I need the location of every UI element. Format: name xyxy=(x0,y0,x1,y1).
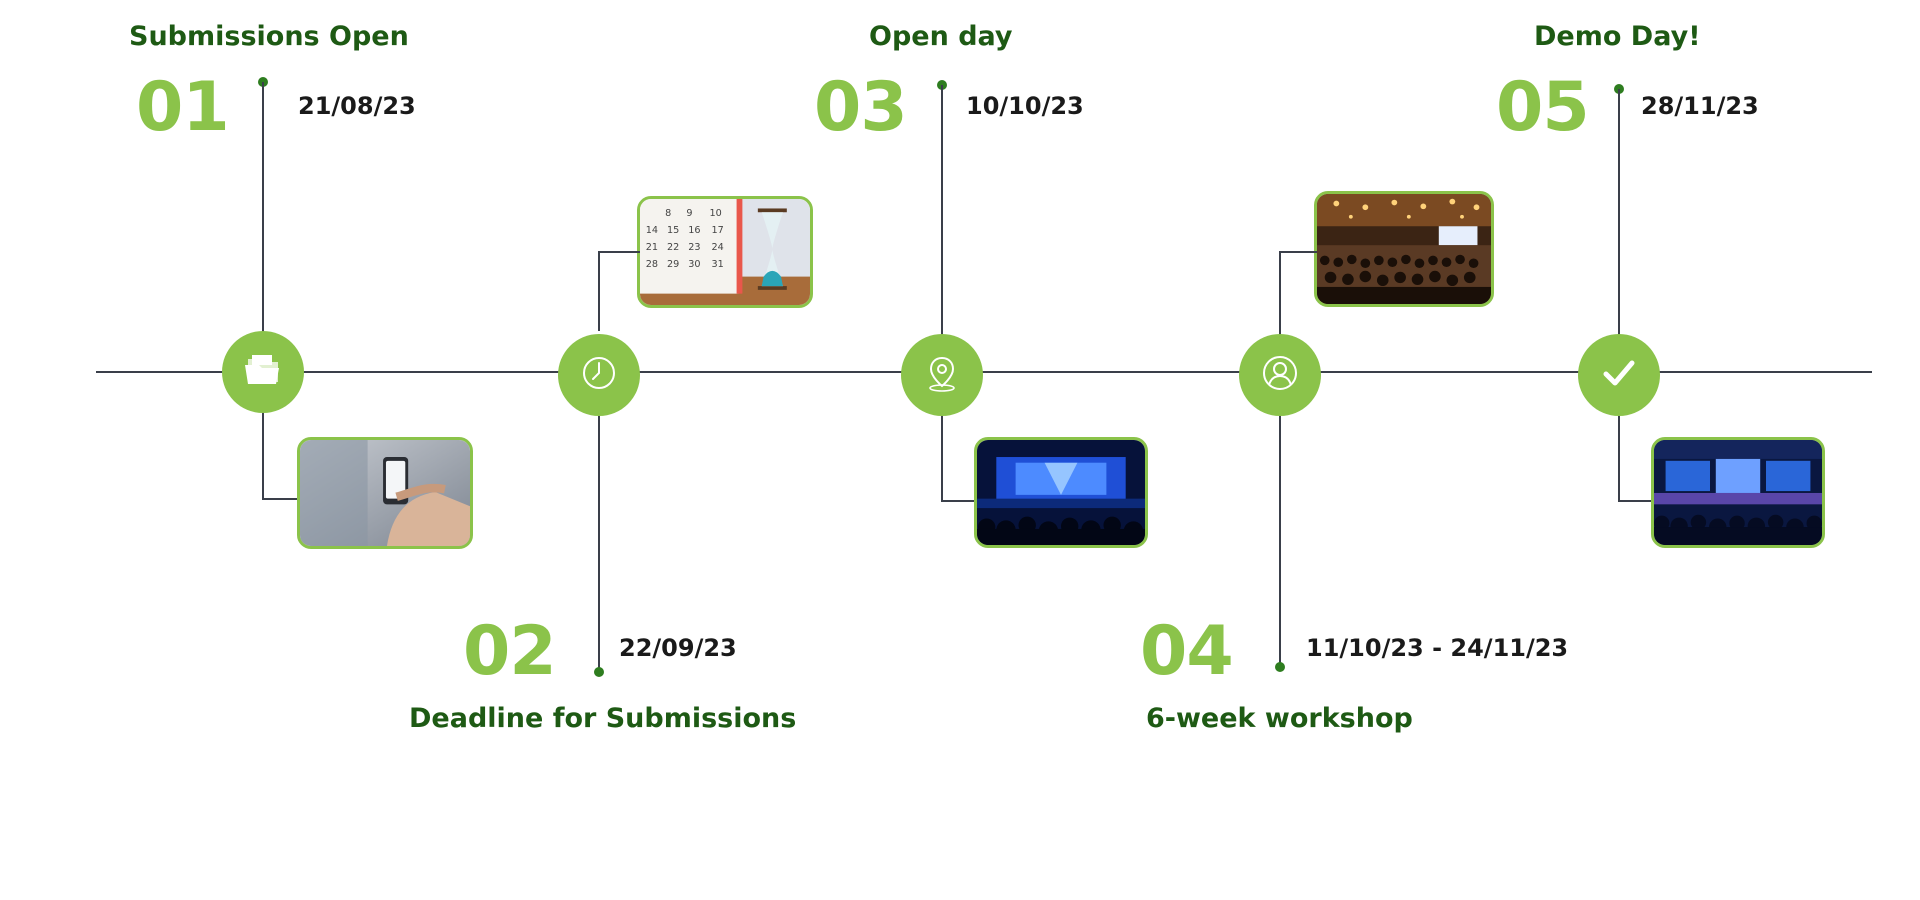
svg-text:24: 24 xyxy=(711,242,723,253)
milestone-5-title: Demo Day! xyxy=(1534,21,1701,52)
milestone-2-date: 22/09/23 xyxy=(619,634,737,662)
milestone-4-photo-connector xyxy=(1279,251,1281,335)
svg-text:21: 21 xyxy=(646,242,658,253)
milestone-3-icon-circle xyxy=(901,334,983,416)
milestone-5-photo-connector xyxy=(1618,416,1620,502)
milestone-2-marker-dot xyxy=(594,667,604,677)
clock-icon xyxy=(576,350,622,400)
milestone-3-date: 10/10/23 xyxy=(966,92,1084,120)
milestone-5-top-connector xyxy=(1618,89,1620,335)
svg-text:30: 30 xyxy=(688,259,700,270)
milestone-2-photo-branch xyxy=(598,251,640,253)
audience-hall-photo xyxy=(1314,191,1494,307)
milestone-2-number: 02 xyxy=(463,612,557,691)
milestone-4-number: 04 xyxy=(1140,612,1234,691)
svg-text:10: 10 xyxy=(710,208,722,219)
milestone-5-photo-branch xyxy=(1618,500,1654,502)
milestone-4-bottom-connector xyxy=(1279,416,1281,666)
milestone-5-date: 28/11/23 xyxy=(1641,92,1759,120)
location-pin-icon xyxy=(919,350,965,400)
milestone-1-photo-branch xyxy=(262,498,300,500)
user-icon xyxy=(1257,350,1303,400)
milestone-2-icon-circle xyxy=(558,334,640,416)
milestone-3-top-connector xyxy=(941,85,943,335)
checkmark-icon xyxy=(1596,350,1642,400)
milestone-4-title: 6-week workshop xyxy=(1146,703,1413,734)
milestone-4-icon-circle xyxy=(1239,334,1321,416)
svg-text:17: 17 xyxy=(711,225,723,236)
demo-stage-photo xyxy=(1651,437,1825,548)
milestone-1-top-connector xyxy=(262,82,264,340)
milestone-1-number: 01 xyxy=(136,68,230,147)
svg-text:8: 8 xyxy=(665,208,671,219)
milestone-4-marker-dot xyxy=(1275,662,1285,672)
conference-stage-photo xyxy=(974,437,1148,548)
svg-text:14: 14 xyxy=(646,225,658,236)
milestone-3-photo-connector xyxy=(941,416,943,502)
svg-text:23: 23 xyxy=(688,242,700,253)
milestone-2-photo-connector xyxy=(598,251,600,331)
milestone-1-photo-connector xyxy=(262,412,264,500)
svg-text:28: 28 xyxy=(646,259,658,270)
svg-text:29: 29 xyxy=(667,259,679,270)
phone-in-hand-photo xyxy=(297,437,473,549)
svg-text:15: 15 xyxy=(667,225,679,236)
milestone-5-number: 05 xyxy=(1496,68,1590,147)
svg-text:22: 22 xyxy=(667,242,679,253)
folder-icon xyxy=(240,347,286,397)
milestone-1-title: Submissions Open xyxy=(129,21,409,52)
milestone-4-date: 11/10/23 - 24/11/23 xyxy=(1306,634,1569,662)
milestone-3-number: 03 xyxy=(814,68,908,147)
milestone-5-icon-circle xyxy=(1578,334,1660,416)
milestone-1-icon-circle xyxy=(222,331,304,413)
timeline-axis xyxy=(96,371,1872,373)
milestone-3-title: Open day xyxy=(869,21,1013,52)
svg-text:16: 16 xyxy=(688,225,700,236)
milestone-4-photo-branch xyxy=(1279,251,1317,253)
milestone-2-title: Deadline for Submissions xyxy=(409,703,797,734)
calendar-hourglass-photo: 8 9 10 14 15 16 17 21 22 23 24 28 29 30 31 xyxy=(637,196,813,308)
milestone-2-bottom-connector xyxy=(598,416,600,670)
milestone-3-photo-branch xyxy=(941,500,977,502)
milestone-1-date: 21/08/23 xyxy=(298,92,416,120)
svg-text:31: 31 xyxy=(711,259,723,270)
svg-text:9: 9 xyxy=(686,208,692,219)
